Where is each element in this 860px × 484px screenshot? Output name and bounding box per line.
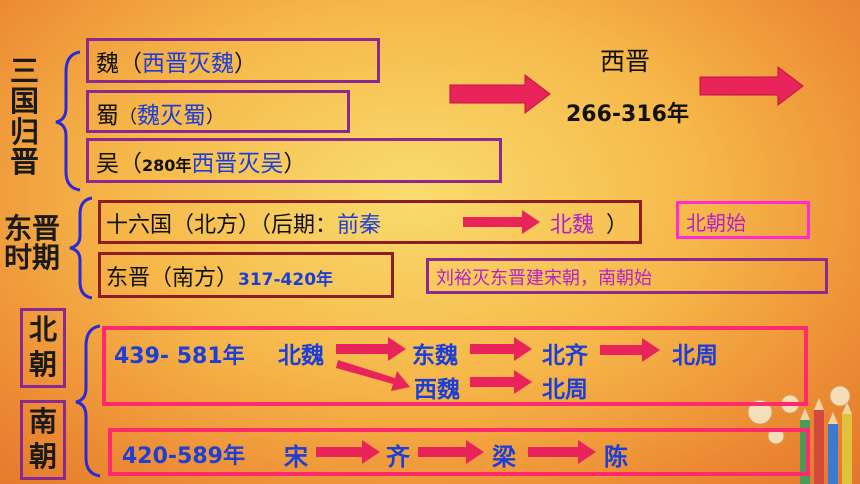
close-paren: ） (606, 213, 629, 238)
wei-text: 魏（西晋灭魏） (96, 44, 257, 78)
nanchao-years: 420-589年 (122, 444, 245, 469)
wu-note: 西晋灭吴 (191, 151, 284, 177)
liang-node: 梁 (492, 443, 516, 471)
paren-close: ） (283, 151, 307, 177)
paren-open: （ (119, 51, 142, 77)
qianqin-label: 前秦 (337, 213, 382, 238)
beichao-start-text: 北朝始 (686, 211, 746, 235)
beichao-flow-box (102, 326, 808, 406)
beiwei-label: 北魏 (550, 213, 595, 238)
xiwei-node: 西魏 (414, 377, 460, 403)
wu-box (86, 138, 502, 183)
label-char: 朝 (28, 440, 57, 473)
wu-name: 吴 (96, 151, 119, 177)
song-node: 宋 (284, 443, 308, 471)
label-dongjin-shiqi: 东晋 时期 (4, 214, 60, 273)
dongjin-box (98, 252, 394, 298)
shu-name: 蜀 (96, 103, 119, 129)
label-nanchao: 南 朝 (20, 404, 66, 474)
label-char: 国 (10, 84, 40, 119)
label-char: 南 (28, 405, 57, 438)
beizhou-bottom-node: 北周 (542, 377, 588, 403)
dongjin-years: 317-420年 (238, 270, 334, 290)
paren-close: ） (206, 107, 224, 128)
dongjin-text: 东晋（南方）317-420年 (106, 260, 333, 292)
dongjin-label: 东晋（南方） (106, 266, 239, 291)
label-line: 时期 (4, 241, 61, 275)
label-char: 北 (28, 313, 57, 346)
wu-text: 吴（280年西晋灭吴） (96, 144, 306, 178)
label-nanchao-box (20, 400, 66, 480)
beizhou-top-node: 北周 (672, 343, 718, 369)
chen-node: 陈 (604, 443, 628, 471)
paren-close: ） (234, 51, 257, 77)
label-char: 晋 (10, 145, 40, 180)
paren-open: （ (119, 151, 142, 177)
xijin-years: 266-316年 (566, 102, 689, 127)
beichao-years: 439- 581年 (114, 344, 245, 369)
sixteen-kingdoms-label: 十六国（北方）（后期： (106, 213, 338, 238)
wei-box (86, 38, 380, 83)
label-char: 朝 (28, 348, 57, 381)
label-beichao-box (20, 308, 66, 388)
paren-open: （ (119, 107, 137, 128)
wei-name: 魏 (96, 51, 119, 77)
beiqi-node: 北齐 (542, 343, 588, 369)
wei-note: 西晋灭魏 (142, 51, 234, 77)
liuyu-box (426, 258, 828, 294)
label-beichao: 北 朝 (20, 312, 66, 382)
beiwei-node: 北魏 (278, 343, 324, 369)
nanchao-flow-box (108, 428, 810, 476)
shu-box (86, 90, 350, 133)
liuyu-text: 刘裕灭东晋建宋朝，南朝始 (436, 268, 652, 289)
label-sanguo-guijin: 三 国 归 晋 (10, 56, 39, 178)
beichao-start-box (676, 201, 810, 239)
wu-year: 280年 (142, 156, 192, 175)
xijin-label: 西晋 (600, 47, 651, 76)
sixteen-kingdoms-box (98, 200, 642, 244)
sixteen-kingdoms-text: 十六国（北方）（后期：前秦 (106, 207, 381, 239)
label-char: 三 (10, 54, 40, 88)
label-line: 东晋 (4, 212, 61, 245)
shu-text: 蜀（魏灭蜀） (96, 96, 224, 130)
dongwei-node: 东魏 (412, 343, 458, 369)
shu-note: 魏灭蜀 (137, 103, 206, 129)
label-char: 归 (10, 114, 40, 149)
qi-node: 齐 (386, 443, 410, 471)
